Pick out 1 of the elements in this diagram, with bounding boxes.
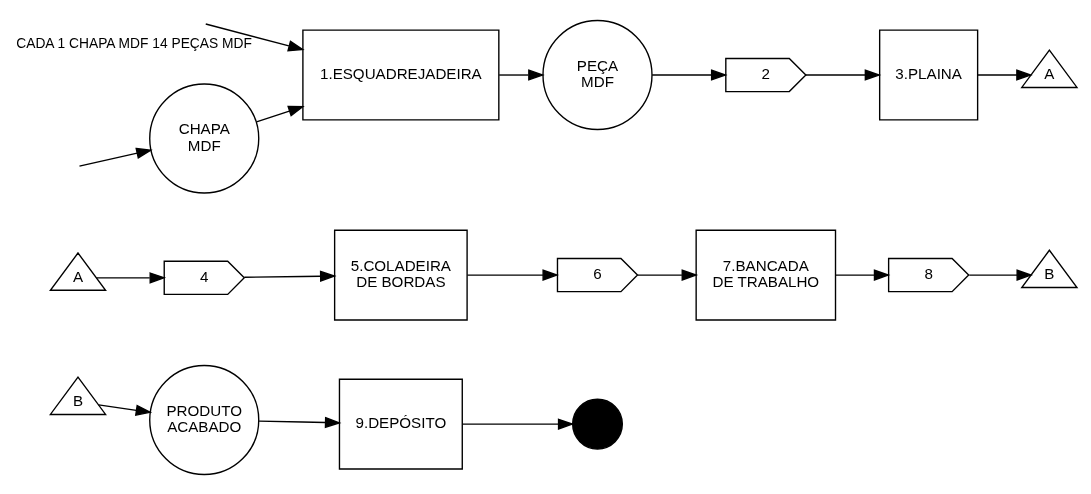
edge-label: CADA 1 CHAPA MDF 14 PEÇAS MDF xyxy=(16,35,252,51)
